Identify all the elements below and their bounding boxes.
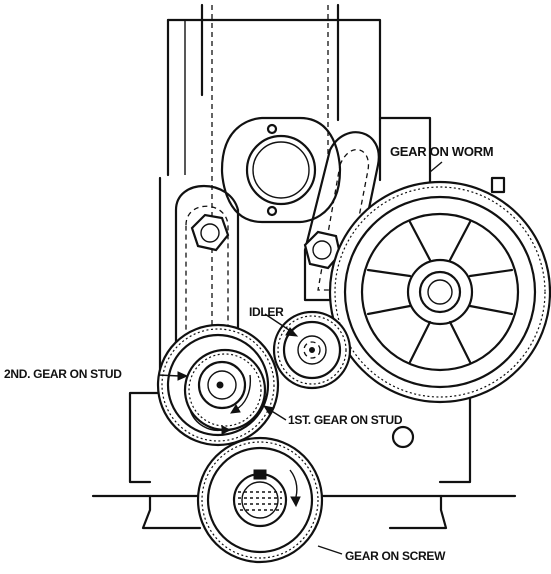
gear-on-screw xyxy=(196,436,324,564)
idler-link xyxy=(303,131,380,302)
label-gear-on-screw: GEAR ON SCREW xyxy=(345,549,446,563)
leader-lines xyxy=(157,161,443,555)
left-swing-arm xyxy=(174,185,240,372)
label-gear-on-worm: GEAR ON WORM xyxy=(390,144,493,159)
gear-on-stud xyxy=(156,323,280,447)
vertical-guide xyxy=(200,3,340,350)
labels: GEAR ON WORM IDLER 2ND. GEAR ON STUD 1ST… xyxy=(4,144,494,563)
idler-gear xyxy=(272,310,352,390)
label-second-gear-on-stud: 2ND. GEAR ON STUD xyxy=(4,367,122,381)
label-first-gear-on-stud: 1ST. GEAR ON STUD xyxy=(288,413,403,427)
bearing-boss xyxy=(220,116,342,224)
gear-on-worm xyxy=(328,180,551,404)
gear-on-worm-spokes xyxy=(366,220,514,364)
label-idler: IDLER xyxy=(249,305,284,319)
